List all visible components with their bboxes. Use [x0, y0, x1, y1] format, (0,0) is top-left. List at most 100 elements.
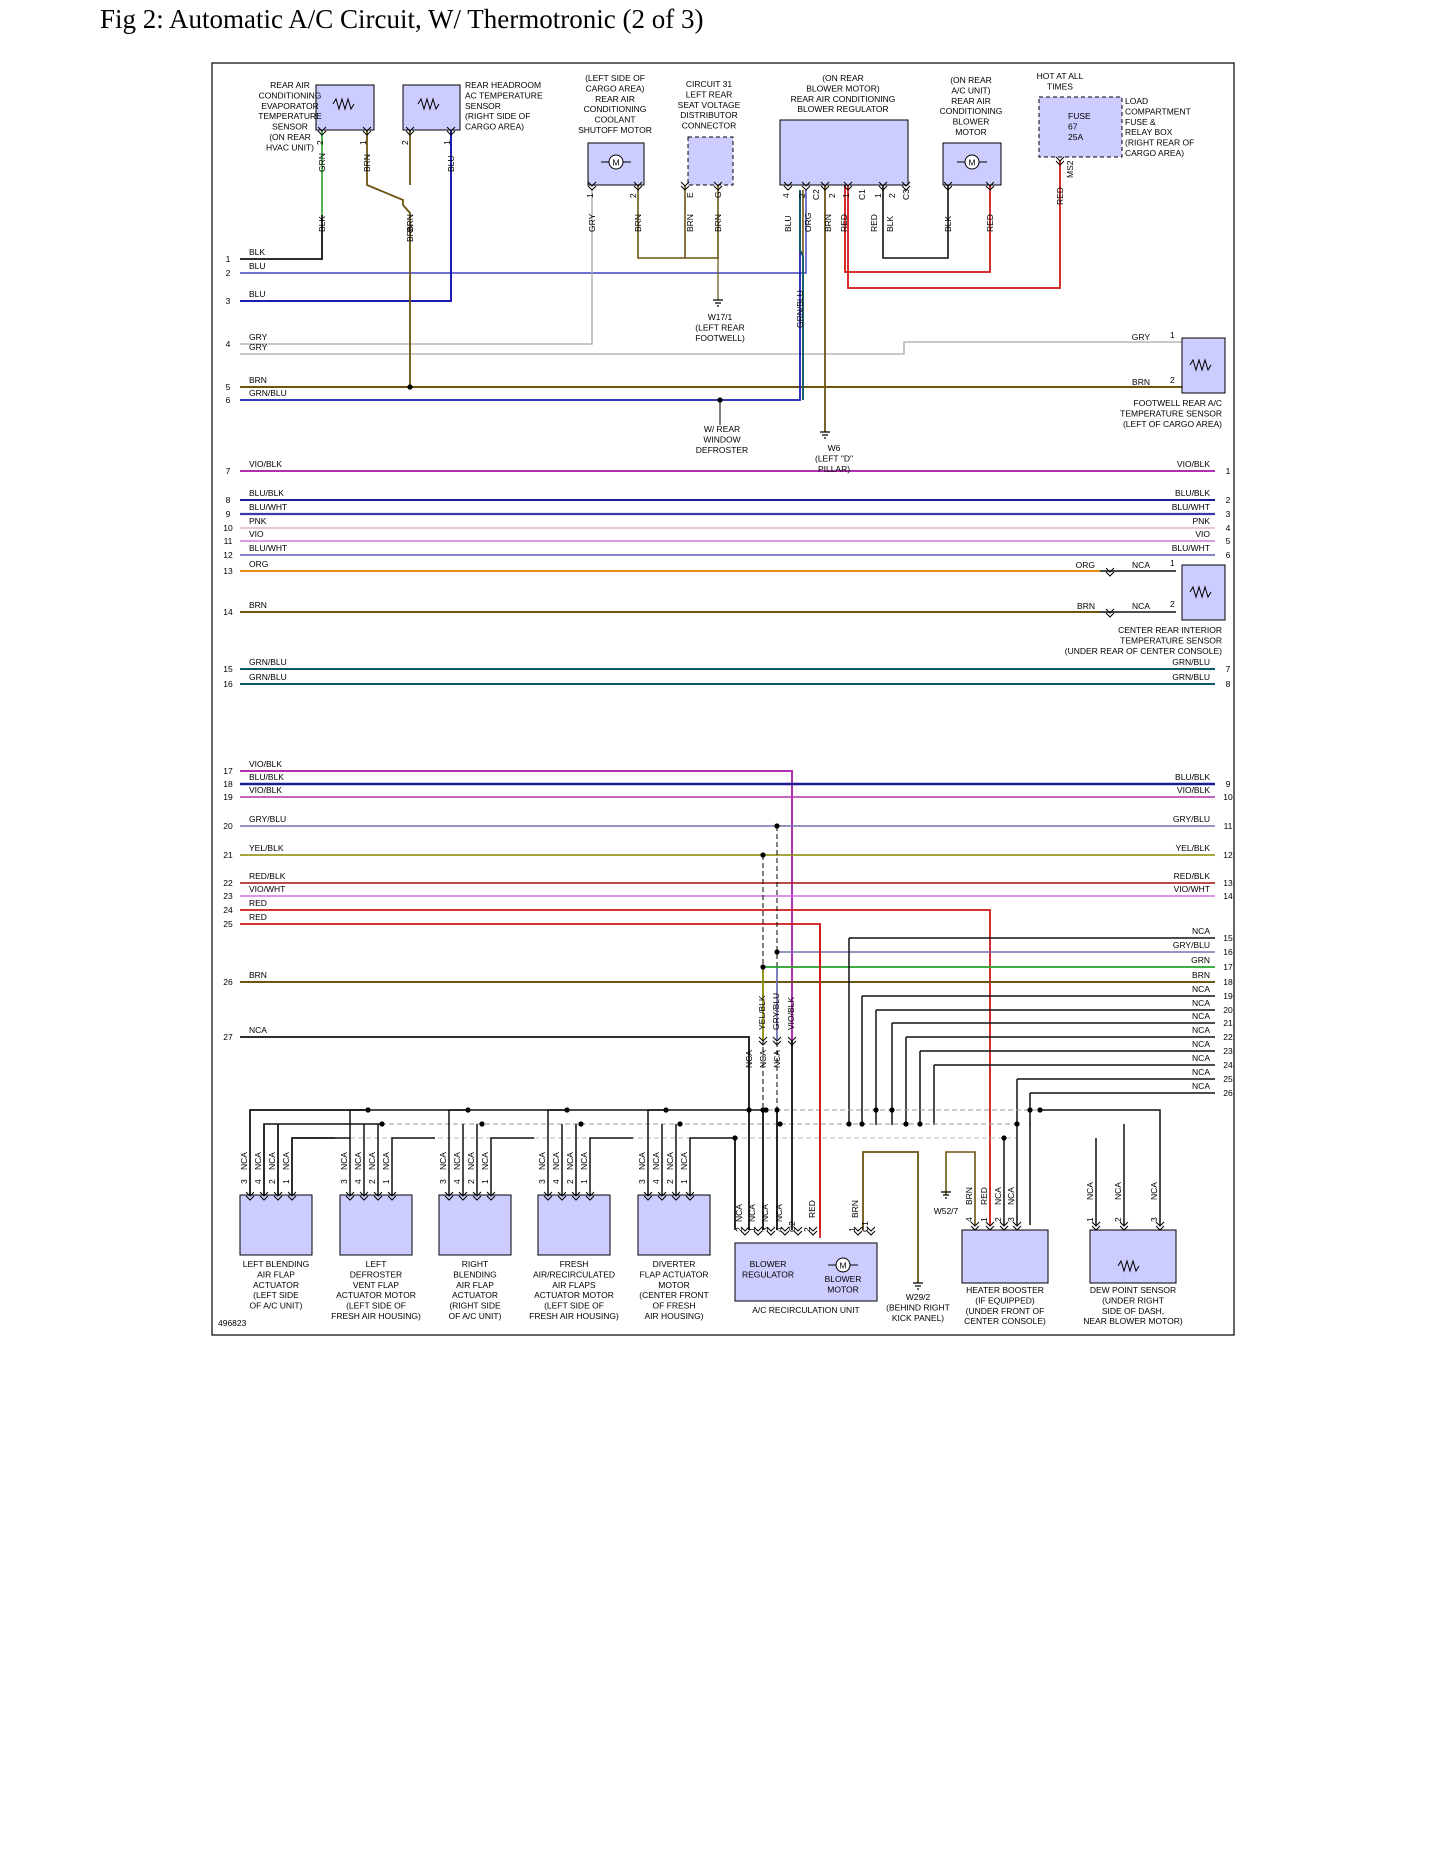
- actuator-nca-tag: NCA: [438, 1152, 448, 1170]
- hot-at-all-times: HOT AT ALL: [1037, 71, 1084, 81]
- headroom-brn: [366, 130, 411, 387]
- top-wire-tag: GRY: [587, 213, 597, 232]
- mid-connector: [772, 1036, 782, 1046]
- splice-dot: [917, 1121, 923, 1127]
- left-wire-label: GRY: [249, 342, 268, 352]
- top-pin-number: C1: [857, 189, 867, 200]
- left-wire-number: 23: [223, 891, 233, 901]
- top-pin-number: C3: [901, 189, 911, 200]
- actuator-body: [438, 1194, 512, 1256]
- left-wire-number: 24: [223, 905, 233, 915]
- left-defroster-caption: (LEFT SIDE OF: [346, 1301, 406, 1311]
- actuator-nca-tag: NCA: [679, 1152, 689, 1170]
- left-wire-label: GRY/BLU: [249, 814, 286, 824]
- right-side-tag: GRY: [1132, 332, 1151, 342]
- actuator-feed: [391, 1137, 435, 1195]
- top-wire-tag: ORG: [803, 213, 813, 232]
- blower-motor-caption: CONDITIONING: [940, 106, 1003, 116]
- top-wire-tag: BRN: [823, 214, 833, 232]
- right-wire-number: 15: [1223, 933, 1233, 943]
- load-box-caption: RELAY BOX: [1125, 127, 1173, 137]
- left-blending-caption: LEFT BLENDING: [243, 1259, 309, 1269]
- headroom-sensor-caption: SENSOR: [465, 101, 501, 111]
- right-wire-number: 9: [1226, 779, 1231, 789]
- recirc-connector: [793, 1226, 803, 1236]
- left-wire-number: 16: [223, 679, 233, 689]
- ground-w29-caption: W29/2: [906, 1292, 931, 1302]
- top-connector: [362, 126, 372, 136]
- circuit31-caption: LEFT REAR: [686, 89, 733, 99]
- right-wire-number: 16: [1223, 947, 1233, 957]
- right-wire-label: BRN: [1192, 970, 1210, 980]
- actuator-pin: 1: [579, 1179, 589, 1184]
- dew-point-caption: NEAR BLOWER MOTOR): [1083, 1316, 1183, 1326]
- top-pin-number: 2: [797, 193, 807, 198]
- evap-sensor-caption: HVAC UNIT): [266, 142, 314, 152]
- ground-w52: [941, 1191, 951, 1199]
- top-wire-tag: BRN: [685, 214, 695, 232]
- top-connector: [317, 126, 327, 136]
- headroom-sensor-caption: REAR HEADROOM: [465, 80, 541, 90]
- top-connector: [587, 181, 597, 191]
- blower-motor-caption: REAR AIR: [951, 96, 991, 106]
- right-wire-label: PNK: [1193, 516, 1211, 526]
- right-blending-caption: AIR FLAP: [456, 1280, 494, 1290]
- left-wire-label: BLU: [249, 261, 266, 271]
- recirc-wire-tag: NCA: [734, 1204, 744, 1222]
- evap-sensor-caption: CONDITIONING: [259, 90, 322, 100]
- wire-4-gry: [240, 190, 593, 345]
- left-wire-number: 4: [226, 339, 231, 349]
- right-wire-number: 13: [1223, 878, 1233, 888]
- actuator-nca-tag: NCA: [480, 1152, 490, 1170]
- center-sensor-caption: CENTER REAR INTERIOR: [1118, 625, 1222, 635]
- splice-dot: [760, 1107, 766, 1113]
- actuator-pin: 1: [281, 1179, 291, 1184]
- actuator-connector: [571, 1191, 581, 1201]
- headroom-sensor-body: [402, 84, 461, 131]
- left-wire-label: VIO: [249, 529, 264, 539]
- actuator-pin: 1: [679, 1179, 689, 1184]
- splice-dot: [1014, 1121, 1020, 1127]
- ground-w6-caption: W6: [828, 443, 841, 453]
- actuator-connector: [557, 1191, 567, 1201]
- actuator-pin: 3: [537, 1179, 547, 1184]
- actuator-nca-tag: NCA: [637, 1152, 647, 1170]
- right-connector: [1105, 567, 1115, 577]
- diverter-caption: AIR HOUSING): [644, 1311, 703, 1321]
- mid-nca-tag: NCA: [772, 1050, 782, 1068]
- dew-wire-tag: NCA: [1113, 1182, 1123, 1200]
- top-pin-number: 2: [827, 193, 837, 198]
- left-wire-number: 6: [226, 395, 231, 405]
- dew-pin: 1: [1085, 1217, 1095, 1222]
- actuator-connector: [345, 1191, 355, 1201]
- splice-dot: [774, 1107, 780, 1113]
- left-wire-label: RED: [249, 912, 267, 922]
- right-wire-label: GRN/BLU: [1172, 657, 1210, 667]
- top-wire-tag: BLK: [885, 216, 895, 232]
- actuator-nca-tag: NCA: [466, 1152, 476, 1170]
- left-wire-label: GRN/BLU: [249, 388, 287, 398]
- dew-connector: [1119, 1221, 1129, 1231]
- top-connector: [901, 181, 911, 191]
- right-wire-label: GRN/BLU: [1172, 672, 1210, 682]
- top-connector: [713, 181, 723, 191]
- circuit31-caption: CIRCUIT 31: [686, 79, 732, 89]
- splice-dot: [1027, 1107, 1033, 1113]
- actuator-feed: [647, 1109, 766, 1195]
- actuator-feed: [589, 1137, 633, 1195]
- right-side-pin: 1: [1170, 330, 1175, 340]
- actuator-nca-tag: NCA: [267, 1152, 277, 1170]
- actuator-pin: 4: [253, 1179, 263, 1184]
- left-wire-label: GRN/BLU: [249, 657, 287, 667]
- dew-point-resistor: [1117, 1259, 1140, 1273]
- heater-booster-caption: HEATER BOOSTER: [966, 1285, 1044, 1295]
- right-wire-number: 20: [1223, 1005, 1233, 1015]
- top-wire-tag: RED: [869, 214, 879, 232]
- defroster-caption: DEFROSTER: [696, 445, 748, 455]
- right-side-tag: BRN: [1132, 377, 1150, 387]
- right-side-pin: 2: [1170, 375, 1175, 385]
- dew-feed-3: [1040, 1109, 1161, 1225]
- right-blending-caption: (RIGHT SIDE: [449, 1301, 501, 1311]
- actuator-connector: [444, 1191, 454, 1201]
- actuator-nca-tag: NCA: [665, 1152, 675, 1170]
